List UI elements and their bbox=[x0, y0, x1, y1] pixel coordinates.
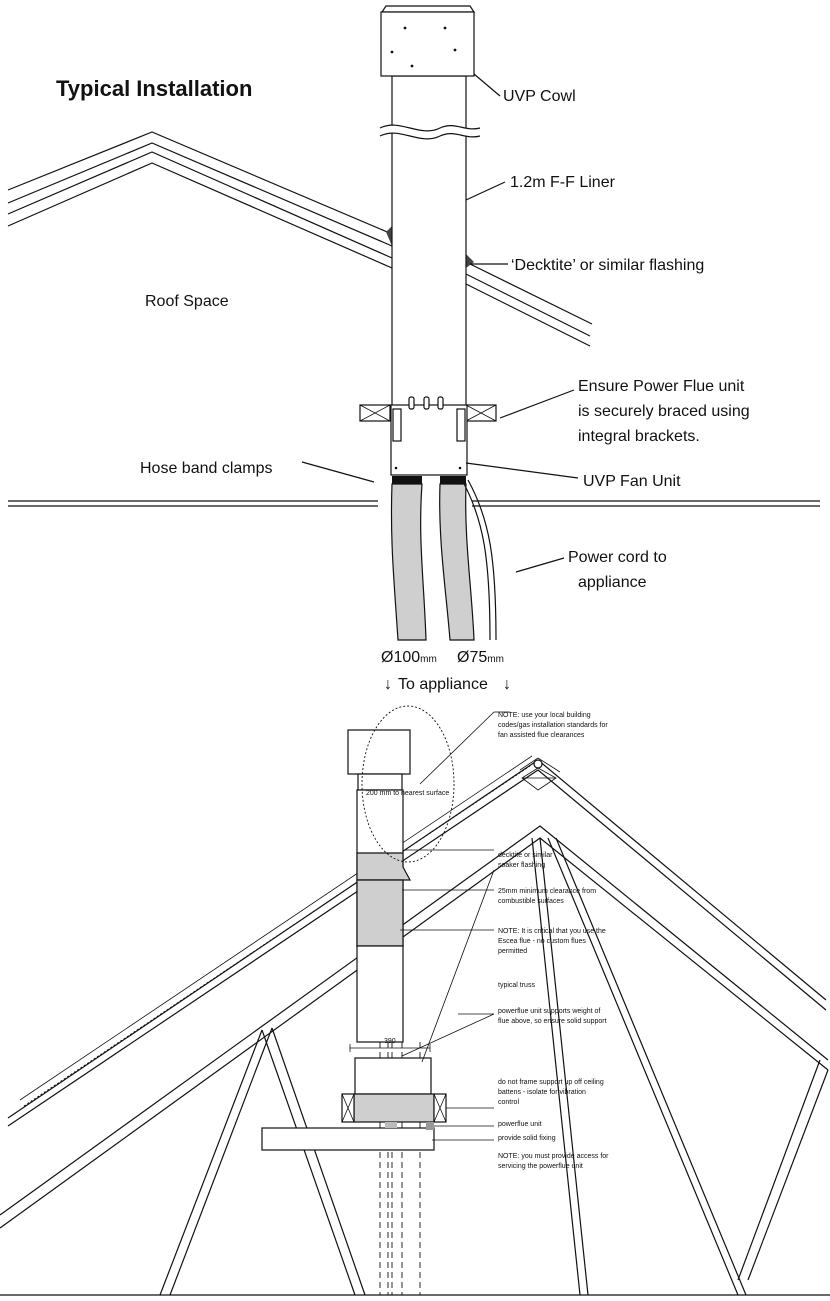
note-critical-line-3: permitted bbox=[498, 948, 527, 955]
uvp-fan-unit bbox=[390, 396, 468, 484]
note-critical-line-1: NOTE: It is critical that you use the bbox=[498, 928, 606, 935]
note-25mm-line-2: combustible surfaces bbox=[498, 898, 564, 905]
bottom-leader-lines bbox=[400, 711, 510, 1141]
label-flashing: ‘Decktite’ or similar flashing bbox=[511, 257, 704, 274]
note-supports-line-2: flue above, so ensure solid support bbox=[498, 1018, 607, 1025]
note-clearance-line-1: NOTE: use your local building bbox=[498, 712, 591, 719]
note-frame-line-3: control bbox=[498, 1099, 519, 1106]
label-power-cord-line-2: appliance bbox=[578, 574, 647, 591]
note-decktite-line-1: decktite or similar bbox=[498, 852, 553, 859]
label-ensure-line-1: Ensure Power Flue unit bbox=[578, 378, 745, 395]
label-fan-unit: UVP Fan Unit bbox=[583, 473, 681, 490]
label-hose-clamps: Hose band clamps bbox=[140, 460, 273, 477]
dimension-390: 390 bbox=[384, 1038, 396, 1045]
note-access-line-2: servicing the powerflue unit bbox=[498, 1163, 583, 1170]
liner-pipe bbox=[379, 75, 481, 407]
bottom-flue bbox=[347, 705, 455, 1295]
bottom-section-diagram: NOTE: use your local building codes/gas … bbox=[0, 705, 830, 1296]
label-to-appliance: To appliance bbox=[398, 676, 488, 693]
note-frame-line-1: do not frame support up off ceiling bbox=[498, 1079, 604, 1086]
note-supports-line-1: powerflue unit supports weight of bbox=[498, 1008, 600, 1015]
note-typical-truss: typical truss bbox=[498, 982, 535, 989]
down-arrow-icon: ↓ bbox=[384, 676, 392, 693]
uvp-cowl bbox=[380, 5, 476, 77]
label-diameter-100: Ø100mm bbox=[381, 649, 437, 666]
flexible-hoses bbox=[390, 479, 497, 641]
top-roof bbox=[7, 131, 593, 347]
note-25mm-line-1: 25mm minimum clearance from bbox=[498, 888, 596, 895]
note-powerflue-unit: powerflue unit bbox=[498, 1121, 542, 1128]
note-access-line-1: NOTE: you must provide access for bbox=[498, 1153, 609, 1160]
label-ensure-line-3: integral brackets. bbox=[578, 428, 700, 445]
diagram-title: Typical Installation bbox=[56, 76, 252, 101]
top-installation-diagram: Typical Installation UVP Cowl 1.2m F-F L… bbox=[7, 5, 820, 693]
top-ceiling bbox=[8, 500, 820, 507]
note-critical-line-2: Escea flue - no custom flues bbox=[498, 938, 586, 945]
note-solid-fixing: provide solid fixing bbox=[498, 1135, 556, 1142]
roof-trusses bbox=[0, 755, 830, 1296]
label-liner: 1.2m F-F Liner bbox=[510, 174, 616, 191]
label-uvp-cowl: UVP Cowl bbox=[503, 88, 576, 105]
note-clearance-line-3: fan assisted flue clearances bbox=[498, 732, 585, 739]
bottom-powerflue-unit bbox=[261, 1044, 447, 1151]
note-frame-line-2: battens - isolate for vibration bbox=[498, 1089, 586, 1096]
note-clearance-line-2: codes/gas installation standards for bbox=[498, 722, 608, 729]
down-arrow-icon: ↓ bbox=[503, 676, 511, 693]
note-decktite-line-2: soaker flashing bbox=[498, 862, 545, 869]
note-nearest-surface: 200 mm to nearest surface bbox=[366, 790, 449, 797]
label-ensure-line-2: is securely braced using bbox=[578, 403, 750, 420]
label-roof-space: Roof Space bbox=[145, 293, 229, 310]
label-power-cord-line-1: Power cord to bbox=[568, 549, 667, 566]
bracing-timbers bbox=[359, 404, 497, 422]
top-leader-lines bbox=[301, 73, 579, 573]
label-diameter-75: Ø75mm bbox=[457, 649, 504, 666]
